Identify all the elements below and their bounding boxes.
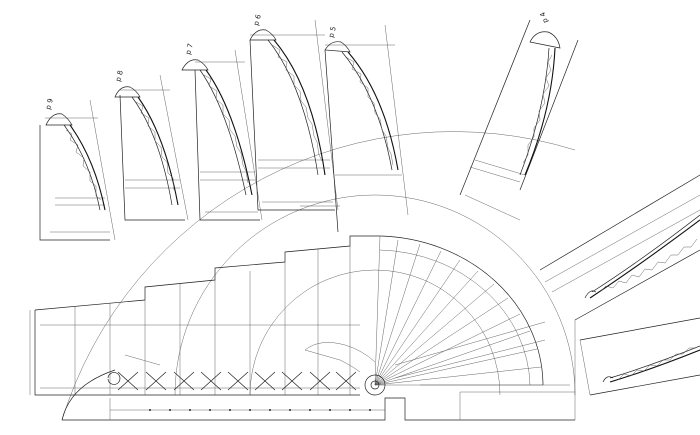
- section-panel-p8: [114, 74, 189, 221]
- section-panel-p4: [459, 19, 579, 196]
- section-panel-right-lower: [579, 317, 700, 396]
- cross-marks: [107, 371, 357, 391]
- label-p9: p 9: [44, 98, 55, 111]
- section-panel-p5: [300, 24, 409, 233]
- section-panel-p7: [181, 49, 263, 221]
- label-p6: p 6: [252, 13, 263, 26]
- label-p8: p 8: [114, 70, 125, 83]
- panel-labels: p 9 p 8 p 7 p 6 p 5 p 4: [44, 10, 550, 110]
- plan-arcs: [61, 131, 576, 421]
- label-p4: p 4: [538, 10, 550, 24]
- spiral-winder-steps: [364, 235, 544, 396]
- section-panel-p6: [249, 19, 339, 211]
- section-panel-right-upper: [539, 174, 700, 321]
- straight-stair-flight: [29, 235, 380, 396]
- section-panel-p9: [39, 99, 116, 241]
- base-dots: [149, 409, 371, 411]
- label-p7: p 7: [184, 43, 195, 56]
- label-p5: p 5: [327, 26, 338, 39]
- bottom-landing: [61, 320, 576, 421]
